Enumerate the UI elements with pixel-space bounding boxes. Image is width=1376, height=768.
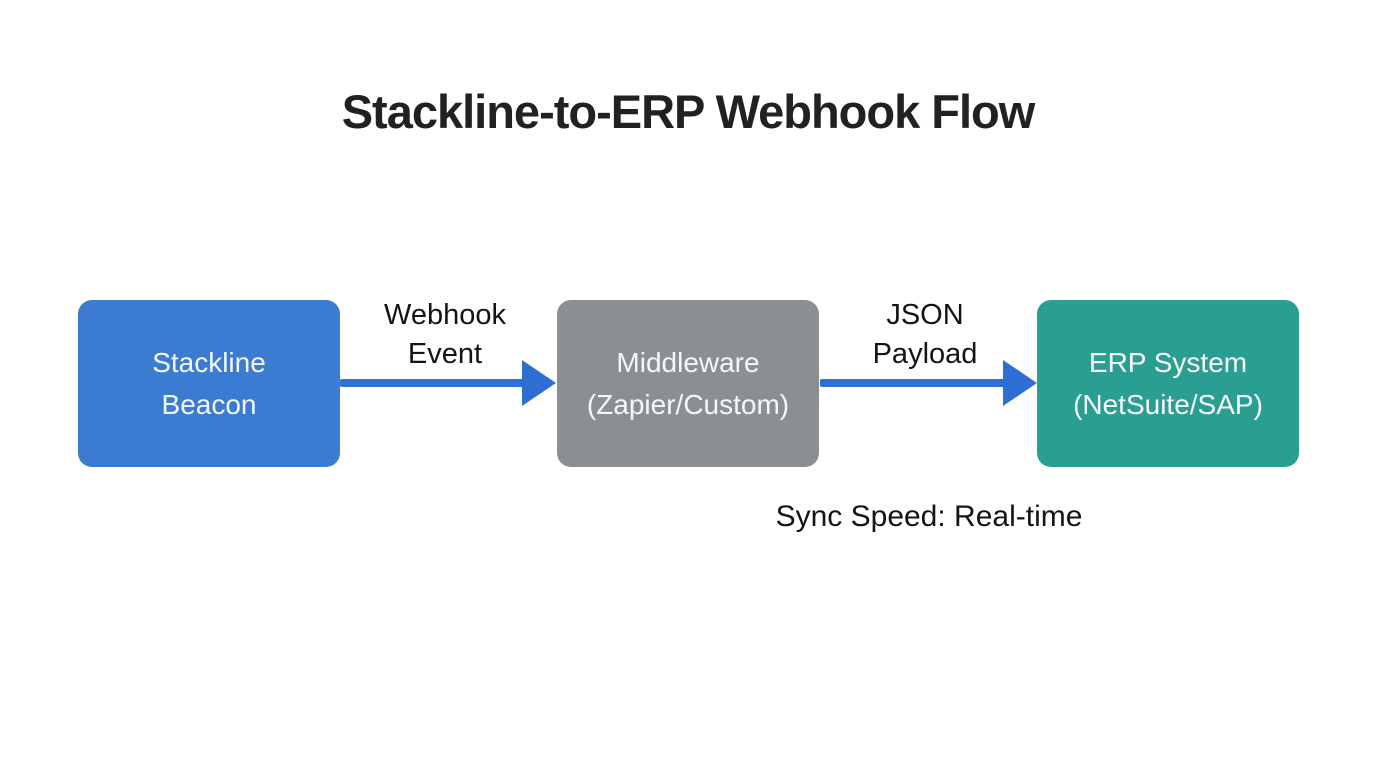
arrow-label-line: Payload: [872, 338, 978, 370]
node-label-line: (Zapier/Custom): [586, 388, 790, 420]
node-label-line: Stackline: [152, 346, 266, 378]
arrowhead-icon: [1003, 360, 1037, 406]
node-erp-system: ERP System (NetSuite/SAP): [1037, 300, 1299, 467]
node-stackline-beacon: Stackline Beacon: [78, 300, 340, 467]
arrow-label-line: Webhook: [384, 299, 506, 331]
sync-speed-note: Sync Speed: Real-time: [775, 500, 1083, 533]
node-label-line: (NetSuite/SAP): [1073, 388, 1263, 420]
node-label-line: Middleware: [616, 346, 760, 378]
node-middleware: Middleware (Zapier/Custom): [557, 300, 819, 467]
arrow-label-line: Event: [407, 338, 483, 370]
diagram-title: Stackline-to-ERP Webhook Flow: [341, 85, 1036, 138]
node-label-line: Beacon: [161, 388, 257, 420]
arrow-shaft-json-payload: [820, 379, 1008, 387]
arrow-label-line: JSON: [886, 299, 964, 331]
arrowhead-icon: [522, 360, 556, 406]
node-label-line: ERP System: [1088, 346, 1248, 378]
arrow-label-webhook-event: Webhook Event: [335, 296, 555, 374]
arrow-shaft-webhook-event: [340, 379, 528, 387]
arrow-label-json-payload: JSON Payload: [815, 296, 1035, 374]
